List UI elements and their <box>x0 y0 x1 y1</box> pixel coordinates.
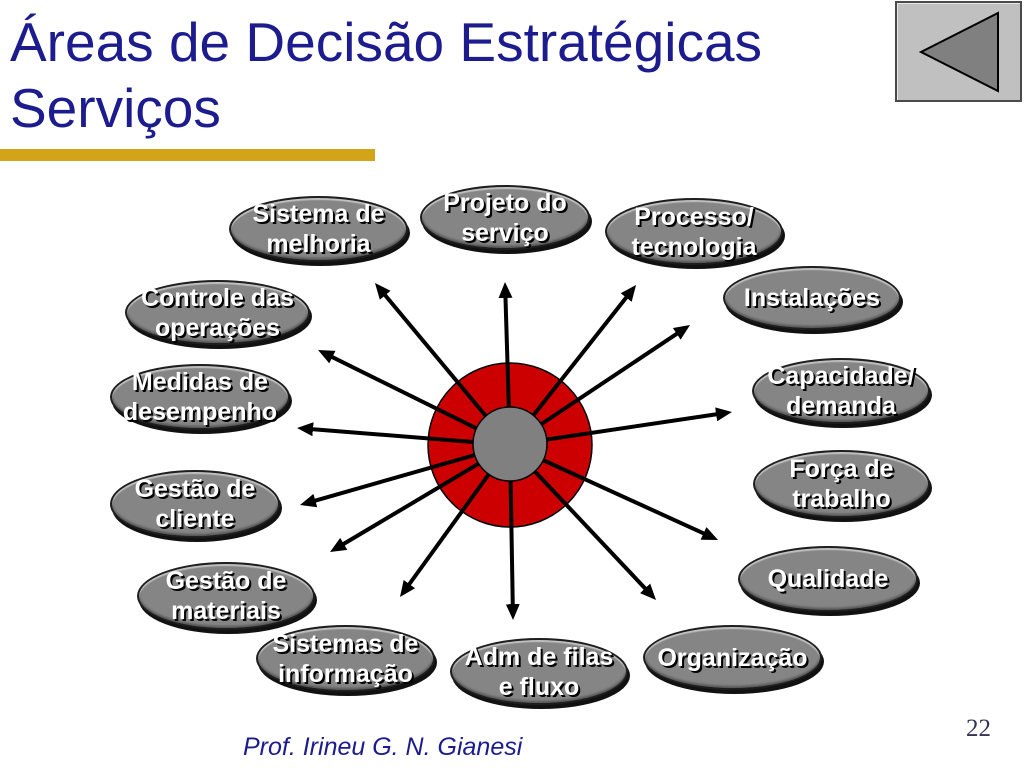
node-label-line: Força de <box>789 455 894 483</box>
node-label-line: desempenho <box>122 398 278 426</box>
slide-page-number: 22 <box>966 715 991 742</box>
node-organizacao: Organização <box>643 625 822 690</box>
node-label-line: trabalho <box>792 485 891 513</box>
back-triangle-icon <box>918 11 999 93</box>
slide-title-line-1: Áreas de Decisão Estratégicas <box>10 11 763 73</box>
node-label-line: operações <box>154 313 281 342</box>
node-label-line: Organização <box>657 643 808 672</box>
slide-title-line-2: Serviços <box>10 77 221 139</box>
node-label-line: Capacidade/ <box>767 362 915 390</box>
node-label-line: Projeto do <box>443 188 567 217</box>
node-label-line: Controle das <box>141 283 294 312</box>
node-label-line: demanda <box>786 392 896 420</box>
node-label-line: Qualidade <box>767 565 889 593</box>
node-label-line: tecnologia <box>631 232 757 261</box>
node-forca-de-trabalho: Força de trabalho <box>753 450 930 518</box>
node-qualidade: Qualidade <box>738 546 918 612</box>
node-processo-tecnologia: Processo/ tecnologia <box>605 198 783 265</box>
node-label-line: Gestão de <box>165 567 287 595</box>
node-label-line: materiais <box>171 597 281 625</box>
node-label-line: Adm de filas <box>464 642 614 671</box>
title-underline-bar <box>0 149 375 161</box>
slide-footer-author: Prof. Irineu G. N. Gianesi <box>243 733 523 761</box>
node-capacidade-demanda: Capacidade/ demanda <box>752 358 930 424</box>
node-label-line: Processo/ <box>634 202 754 231</box>
node-label-line: serviço <box>461 218 549 247</box>
node-medidas-de-desempenho: Medidas de desempenho <box>110 364 290 430</box>
node-projeto-do-servico: Projeto do serviço <box>420 185 590 250</box>
node-label-line: melhoria <box>266 230 371 258</box>
node-label-line: e fluxo <box>498 672 580 701</box>
node-gestao-de-materiais: Gestão de materiais <box>137 562 315 630</box>
node-label-line: Gestão de <box>134 475 256 503</box>
node-sistema-de-melhoria: Sistema de melhoria <box>229 196 408 262</box>
node-label-line: Sistema de <box>252 200 385 228</box>
node-instalacoes: Instalações <box>723 266 901 330</box>
back-button[interactable] <box>895 1 1022 102</box>
node-controle-das-operacoes: Controle das operações <box>125 280 310 345</box>
node-label-line: Instalações <box>743 284 881 312</box>
node-label-line: cliente <box>155 505 235 533</box>
node-label-line: Medidas de <box>131 368 269 396</box>
node-label-line: Sistemas de <box>272 629 419 658</box>
node-label-line: informação <box>278 659 413 688</box>
hub-inner-circle <box>472 406 548 482</box>
node-sistemas-de-informacao: Sistemas de informação <box>256 625 435 692</box>
node-adm-de-filas-e-fluxo: Adm de filas e fluxo <box>450 638 628 705</box>
node-gestao-de-cliente: Gestão de cliente <box>110 470 280 538</box>
